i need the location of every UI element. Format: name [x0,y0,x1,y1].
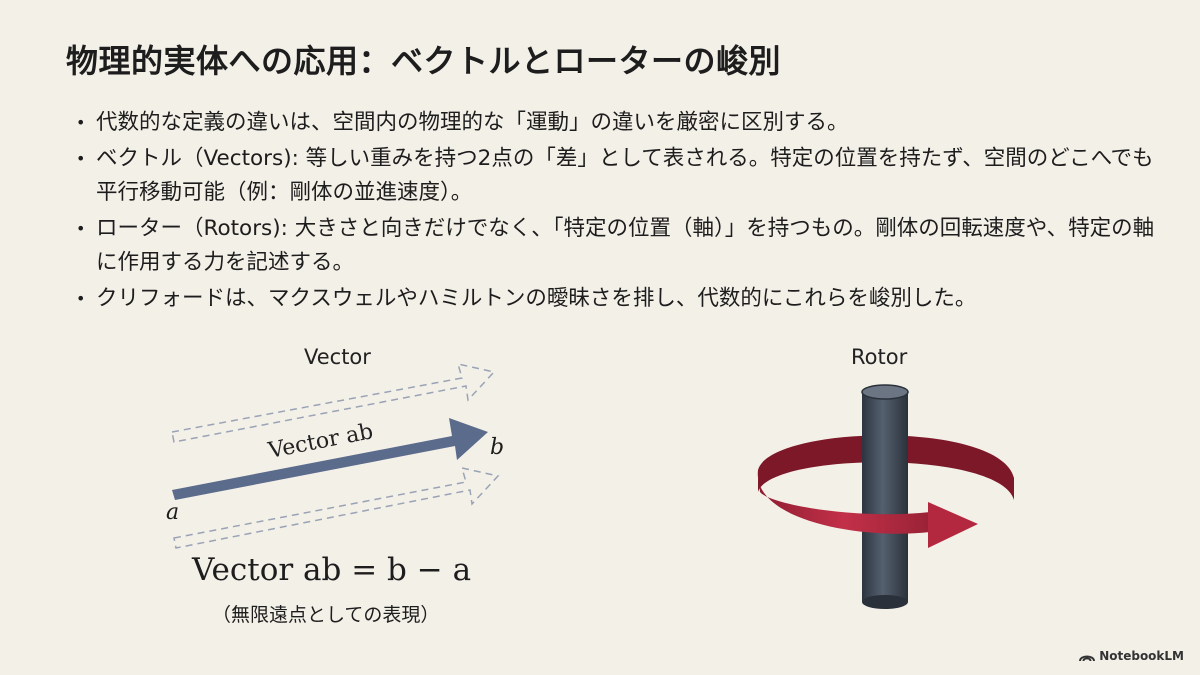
bullet-item: ローター（Rotors): 大きさと向きだけでなく、「特定の位置（軸）」を持つも… [74,212,1164,280]
notebooklm-icon [1079,655,1096,661]
rotor-ring-front [757,470,978,548]
rotor-caption: Rotor [851,345,908,369]
branding: NotebookLM [1079,649,1184,663]
bullet-item: ベクトル（Vectors): 等しい重みを持つ2点の「差」として表される。特定の… [74,142,1164,210]
ghost-vector-bottom [173,466,500,549]
bullet-list: 代数的な定義の違いは、空間内の物理的な「運動」の違いを厳密に区別する。 ベクトル… [74,106,1164,318]
slide-title: 物理的実体への応用：ベクトルとローターの峻別 [66,42,782,80]
ghost-vector-top [171,362,496,443]
point-a-label: a [166,500,180,525]
rotor-ring-back [758,435,1014,500]
branding-label: NotebookLM [1099,649,1184,663]
bullet-item: クリフォードは、マクスウェルやハミルトンの曖昧さを排し、代数的にこれらを峻別した… [74,282,1164,316]
vector-ab-arrow [172,418,488,500]
bullet-item: 代数的な定義の違いは、空間内の物理的な「運動」の違いを厳密に区別する。 [74,106,1164,140]
vector-formula: Vector ab = b − a [192,552,472,588]
rotor-axis-cylinder [861,384,909,609]
formula-note: （無限遠点としての表現） [212,604,440,626]
vector-caption: Vector [304,345,371,369]
point-b-label: b [490,435,505,460]
